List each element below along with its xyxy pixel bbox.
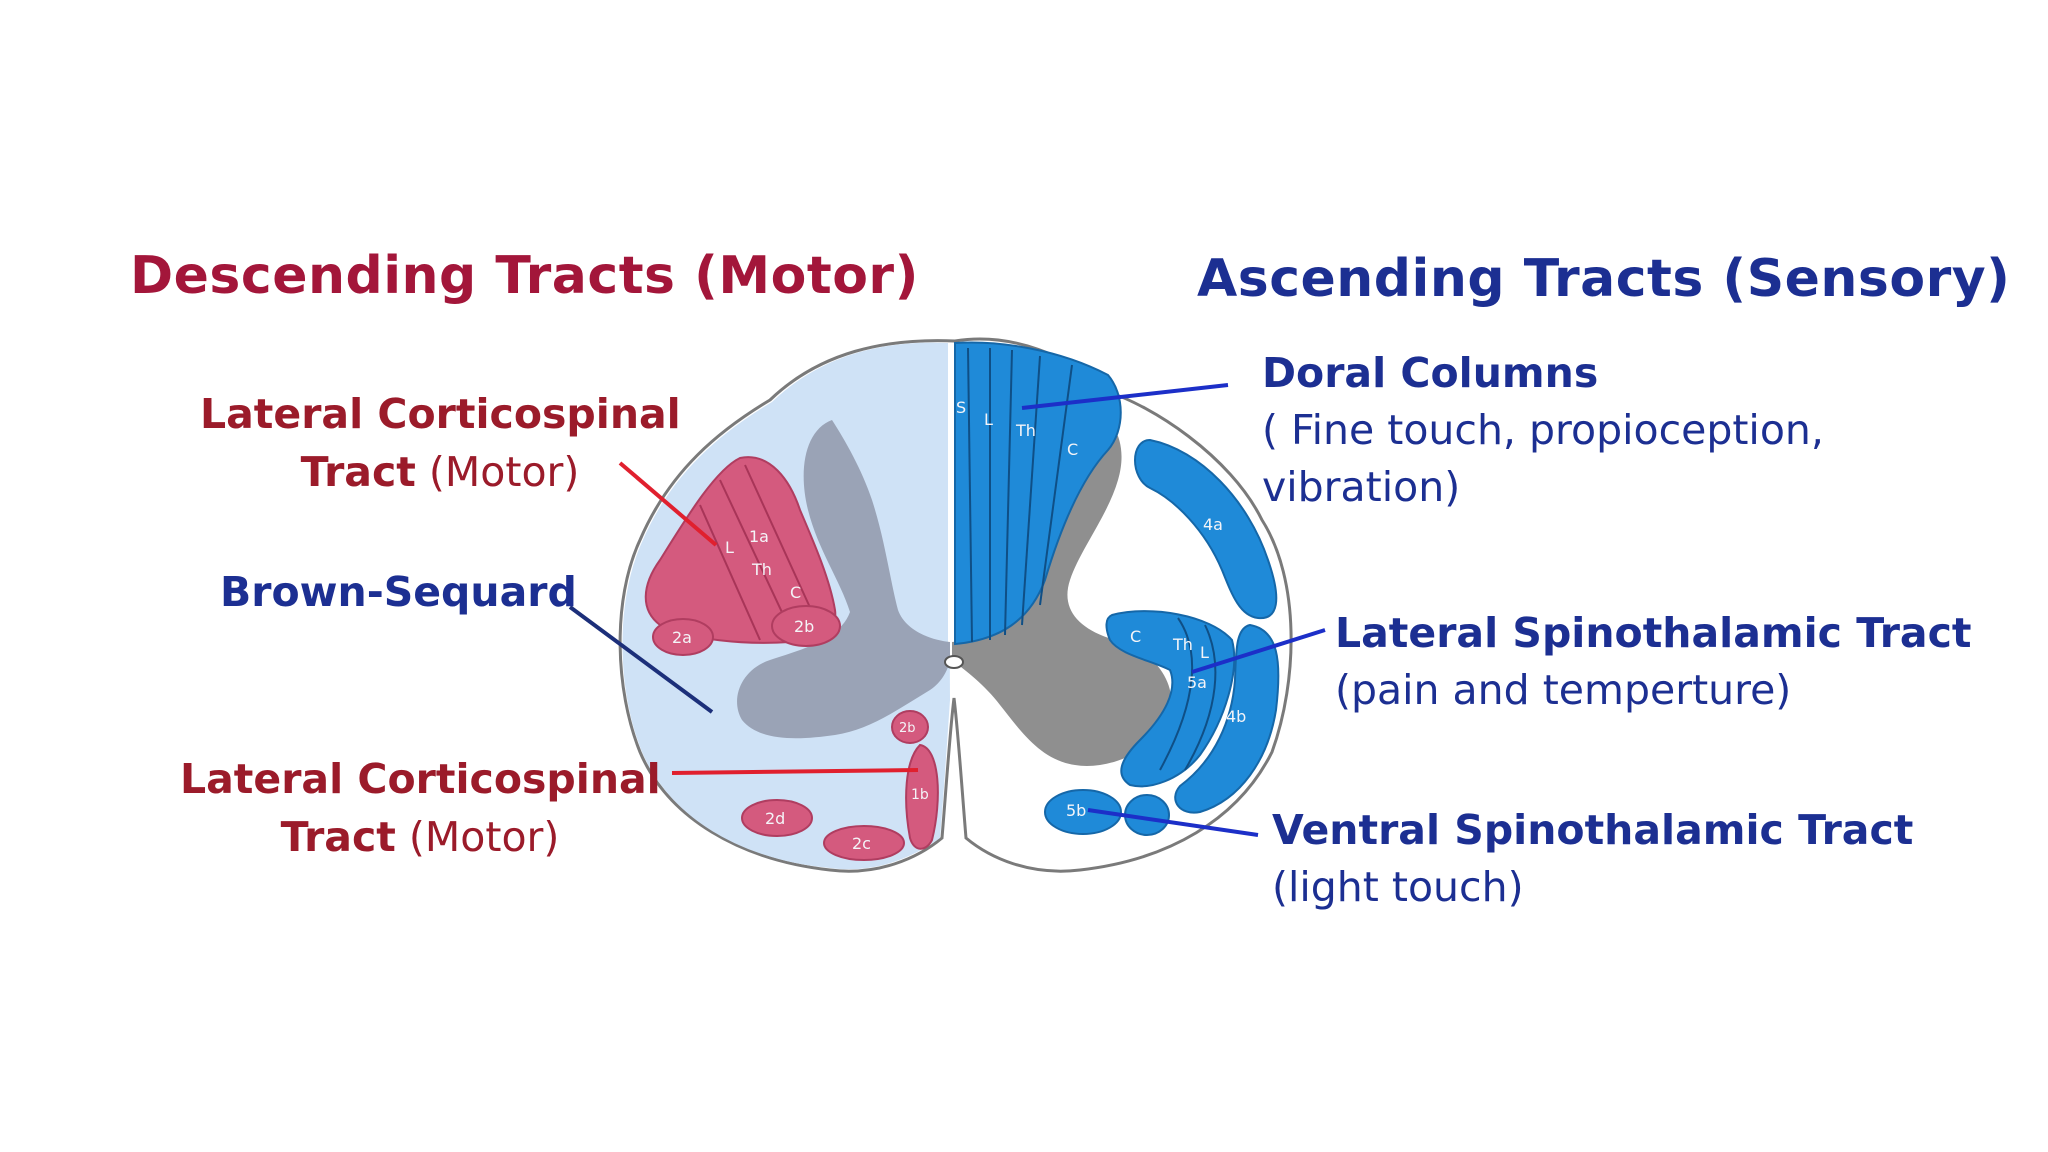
marker-2b: 2b bbox=[794, 617, 814, 636]
lateral-cst-bottom-motor: (Motor) bbox=[395, 813, 560, 861]
central-canal bbox=[944, 655, 964, 669]
lateral-cst-bottom-line2: Tract (Motor) bbox=[180, 808, 660, 875]
tract-marker-labels: L 1a Th C 2a 2b 2b 1b 2d 2c S L Th C 4a … bbox=[672, 398, 1246, 853]
marker-5a: 5a bbox=[1187, 673, 1207, 692]
dorsal-columns-title: Doral Columns bbox=[1262, 349, 1599, 397]
label-lateral-cst-bottom: Lateral Corticospinal Tract (Motor) bbox=[180, 750, 661, 875]
marker-left-1a: 1a bbox=[749, 527, 769, 546]
pointer-lateral-cst-bottom bbox=[671, 768, 919, 775]
tract-5a bbox=[1105, 610, 1236, 788]
marker-dorsal-L: L bbox=[984, 410, 993, 429]
dorsal-columns-line2: ( Fine touch, propioception, bbox=[1262, 406, 1824, 454]
marker-left-L: L bbox=[725, 538, 734, 557]
dorsal-column-dividers bbox=[967, 347, 1073, 643]
tract-2d bbox=[741, 799, 813, 837]
tract-5b bbox=[1044, 789, 1122, 835]
label-lateral-stt: Lateral Spinothalamic Tract (pain and te… bbox=[1335, 605, 1971, 719]
ascending-heading: Ascending Tracts (Sensory) bbox=[1197, 249, 2011, 309]
marker-right-C: C bbox=[1130, 627, 1141, 646]
pointer-ventral-stt bbox=[1087, 808, 1259, 837]
lateral-cst-top-tract: Tract bbox=[300, 448, 416, 496]
marker-left-C: C bbox=[790, 583, 801, 602]
marker-4a: 4a bbox=[1203, 515, 1223, 534]
marker-5b: 5b bbox=[1066, 801, 1086, 820]
lateral-stt-title: Lateral Spinothalamic Tract bbox=[1335, 609, 1972, 657]
label-lateral-cst-top: Lateral Corticospinal Tract (Motor) bbox=[200, 385, 681, 510]
label-brown-sequard: Brown-Sequard bbox=[220, 568, 577, 616]
marker-dorsal-S: S bbox=[956, 398, 966, 417]
marker-dorsal-Th: Th bbox=[1015, 421, 1036, 440]
lateral-cst-top-motor: (Motor) bbox=[415, 448, 580, 496]
lateral-cst-top-line1: Lateral Corticospinal bbox=[200, 390, 681, 438]
label-ventral-stt: Ventral Spinothalamic Tract (light touch… bbox=[1272, 802, 1913, 916]
ventral-stt-line2: (light touch) bbox=[1272, 863, 1524, 911]
tract-2b-ventral bbox=[891, 710, 929, 744]
marker-2c: 2c bbox=[852, 834, 871, 853]
ventral-stt-title: Ventral Spinothalamic Tract bbox=[1272, 806, 1914, 854]
marker-left-Th: Th bbox=[751, 560, 772, 579]
tract-4a bbox=[1134, 438, 1278, 620]
marker-2d: 2d bbox=[765, 809, 785, 828]
marker-dorsal-C: C bbox=[1067, 440, 1078, 459]
tract-2b-top bbox=[771, 605, 841, 647]
dorsal-columns-line3: vibration) bbox=[1262, 463, 1461, 511]
lateral-tract-dividers bbox=[1159, 617, 1217, 771]
marker-2b-ventral: 2b bbox=[899, 721, 916, 736]
right-grey-matter bbox=[952, 416, 1172, 766]
tract-4b bbox=[1174, 623, 1280, 814]
marker-4b: 4b bbox=[1226, 707, 1246, 726]
marker-right-L: L bbox=[1200, 643, 1209, 662]
pointer-lateral-cst-top bbox=[618, 461, 718, 547]
marker-2a: 2a bbox=[672, 628, 692, 647]
lateral-cst-bottom-tract: Tract bbox=[280, 813, 396, 861]
label-dorsal-columns: Doral Columns ( Fine touch, propioceptio… bbox=[1262, 345, 1824, 516]
lateral-stt-line2: (pain and temperture) bbox=[1335, 666, 1792, 714]
marker-right-Th: Th bbox=[1172, 635, 1193, 654]
pointer-lateral-stt bbox=[1191, 628, 1326, 674]
tract-2a bbox=[652, 618, 714, 656]
descending-heading: Descending Tracts (Motor) bbox=[130, 246, 919, 306]
marker-1b: 1b bbox=[911, 787, 929, 803]
pointer-dorsal-columns bbox=[1021, 383, 1229, 410]
lateral-cst-bottom-line1: Lateral Corticospinal bbox=[180, 755, 661, 803]
tract-2c bbox=[823, 825, 905, 861]
left-grey-matter bbox=[737, 420, 950, 739]
lateral-cst-top-line2: Tract (Motor) bbox=[200, 443, 680, 510]
pointer-brown-sequard bbox=[568, 605, 714, 714]
